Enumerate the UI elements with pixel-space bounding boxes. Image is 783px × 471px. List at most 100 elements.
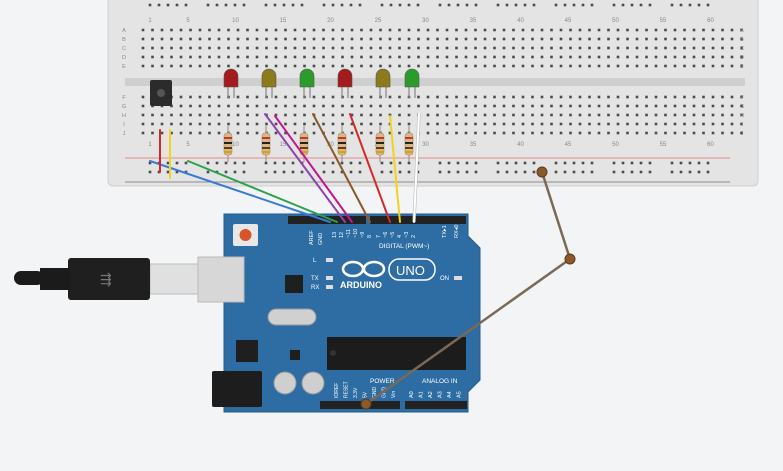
led-yellow-1[interactable] bbox=[261, 68, 277, 98]
resistor[interactable] bbox=[375, 126, 385, 162]
row-letter: F bbox=[740, 95, 744, 101]
breadboard-hole bbox=[692, 55, 696, 59]
breadboard-hole bbox=[407, 37, 411, 41]
column-number-top: 1 bbox=[148, 18, 152, 24]
wire-yellow[interactable] bbox=[389, 115, 401, 223]
breadboard-hole bbox=[417, 37, 420, 41]
resistor-band bbox=[262, 142, 270, 144]
column-number-top: 55 bbox=[660, 18, 667, 24]
breadboard-hole bbox=[635, 64, 639, 68]
power-pin-label: Vin bbox=[391, 391, 397, 398]
breadboard-hole bbox=[293, 131, 297, 135]
reset-button-cap[interactable] bbox=[239, 229, 252, 241]
breadboard-hole bbox=[512, 28, 515, 32]
sensor-component[interactable] bbox=[150, 80, 172, 106]
breadboard-hole bbox=[407, 55, 411, 59]
column-number-top: 5 bbox=[186, 18, 190, 24]
breadboard-hole bbox=[474, 46, 477, 50]
led-green-2[interactable] bbox=[404, 68, 420, 98]
digital-pin-label: ~5 bbox=[390, 232, 396, 238]
breadboard-hole bbox=[464, 122, 468, 126]
wire-white[interactable] bbox=[413, 113, 420, 223]
breadboard-hole bbox=[445, 131, 449, 135]
breadboard-hole bbox=[474, 113, 477, 117]
breadboard-hole bbox=[607, 122, 610, 126]
power-header bbox=[320, 401, 400, 409]
breadboard-hole bbox=[616, 64, 620, 68]
breadboard-hole bbox=[588, 95, 591, 99]
uno-badge bbox=[388, 258, 436, 281]
breadboard-hole bbox=[569, 131, 572, 135]
led-green-1[interactable] bbox=[299, 68, 315, 98]
usb-cable[interactable]: ⇶ bbox=[14, 258, 199, 300]
breadboard-hole bbox=[635, 95, 639, 99]
wire-joint-1[interactable] bbox=[536, 166, 548, 178]
resistor-band bbox=[405, 137, 413, 139]
wire-brown[interactable] bbox=[312, 113, 371, 223]
rail-hole bbox=[291, 170, 295, 174]
wire-joint-2[interactable] bbox=[564, 253, 576, 265]
resistor-band bbox=[338, 147, 346, 149]
breadboard-hole bbox=[255, 37, 259, 41]
breadboard-hole bbox=[654, 122, 658, 126]
breadboard-hole bbox=[246, 95, 249, 99]
breadboard-hole bbox=[160, 64, 164, 68]
breadboard-hole bbox=[483, 95, 487, 99]
breadboard-hole bbox=[531, 64, 534, 68]
wire-green[interactable] bbox=[187, 160, 338, 223]
breadboard-hole bbox=[645, 64, 648, 68]
breadboard-hole bbox=[597, 122, 601, 126]
analog-header bbox=[405, 401, 467, 409]
breadboard-hole bbox=[626, 37, 629, 41]
rail-hole bbox=[389, 3, 393, 7]
breadboard-hole bbox=[331, 104, 335, 108]
breadboard-hole bbox=[550, 55, 553, 59]
breadboard-hole bbox=[436, 113, 439, 117]
breadboard-hole bbox=[217, 104, 221, 108]
arduino-uno[interactable]: L TX RX ON ARDUINO UNO DIGITAL (PWM~) PO… bbox=[197, 213, 481, 413]
column-number-top: 20 bbox=[327, 18, 334, 24]
breadboard-hole bbox=[151, 28, 154, 32]
resistor[interactable] bbox=[223, 126, 233, 162]
resistor[interactable] bbox=[337, 126, 347, 162]
rail-hole bbox=[407, 170, 411, 174]
led-red-2[interactable] bbox=[337, 68, 353, 98]
rail-hole bbox=[563, 170, 567, 174]
rail-hole bbox=[380, 170, 384, 174]
wire-magenta[interactable] bbox=[274, 115, 353, 223]
aref-label: AREF bbox=[309, 230, 315, 245]
rail-hole bbox=[581, 161, 585, 165]
breadboard-hole bbox=[616, 104, 620, 108]
breadboard[interactable]: 1155101015152020252530303535404045455050… bbox=[107, 0, 759, 187]
breadboard-hole bbox=[455, 64, 458, 68]
breadboard-hole bbox=[569, 122, 572, 126]
breadboard-hole bbox=[227, 55, 230, 59]
breadboard-hole bbox=[274, 122, 278, 126]
breadboard-hole bbox=[474, 104, 477, 108]
breadboard-hole bbox=[645, 28, 648, 32]
breadboard-hole bbox=[170, 46, 173, 50]
chip-notch bbox=[330, 350, 336, 356]
rail-hole bbox=[282, 3, 286, 7]
resistor[interactable] bbox=[404, 126, 414, 162]
wire-blue[interactable] bbox=[149, 160, 331, 223]
breadboard-hole bbox=[398, 122, 401, 126]
led-red-1[interactable] bbox=[223, 68, 239, 98]
resistor[interactable] bbox=[261, 126, 271, 162]
breadboard-hole bbox=[350, 131, 354, 135]
column-number-bottom: 30 bbox=[422, 142, 429, 148]
breadboard-hole bbox=[360, 113, 363, 117]
rail-hole bbox=[331, 3, 335, 7]
column-number-bottom: 45 bbox=[565, 142, 572, 148]
wire-red[interactable] bbox=[349, 113, 391, 223]
wire-purple[interactable] bbox=[264, 113, 346, 223]
breadboard-hole bbox=[255, 113, 259, 117]
breadboard-hole bbox=[303, 104, 306, 108]
digital-header-right bbox=[370, 216, 466, 224]
wire-joint-3[interactable] bbox=[360, 398, 372, 410]
rail-hole bbox=[532, 161, 536, 165]
led-yellow-2[interactable] bbox=[375, 68, 391, 98]
breadboard-hole bbox=[208, 55, 211, 59]
digital-pin-label: 12 bbox=[339, 232, 345, 238]
